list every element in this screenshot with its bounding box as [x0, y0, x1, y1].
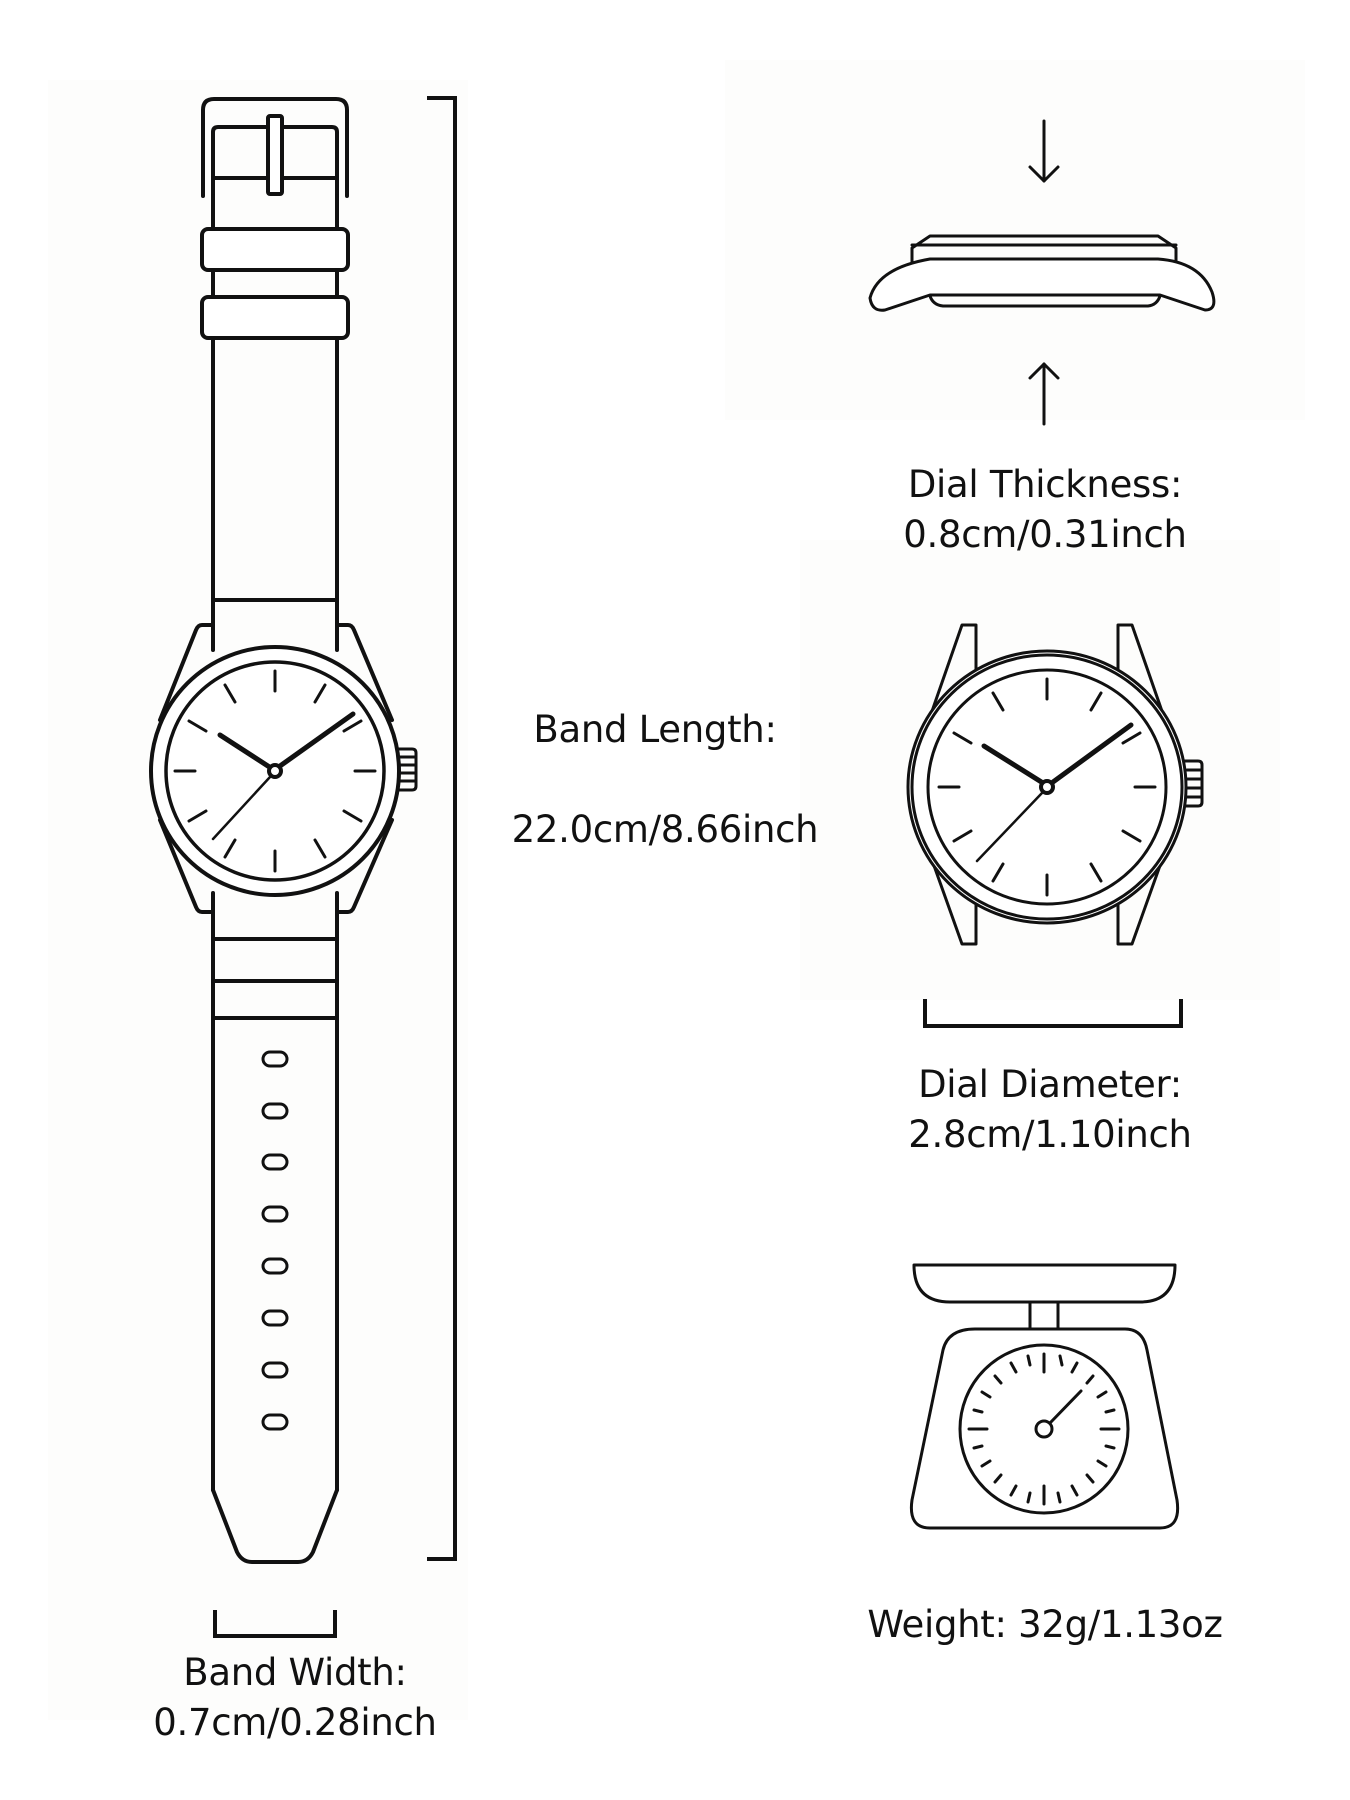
dial-diameter-bracket-icon — [923, 999, 1183, 1028]
band-holes — [261, 1050, 289, 1431]
dial-thickness-title: Dial Thickness: — [907, 463, 1183, 506]
band-length-value: 22.0cm/8.66inch — [511, 808, 819, 851]
band-width-bracket-icon — [213, 1610, 337, 1638]
second-hand — [211, 775, 272, 841]
arrow-down-icon — [1028, 119, 1060, 183]
band-length-bracket-icon — [427, 96, 457, 1561]
band-length-title: Band Length: — [533, 708, 777, 751]
band-width-value: 0.7cm/0.28inch — [153, 1701, 437, 1744]
watch-side-profile-icon — [868, 234, 1216, 312]
scale-needle — [1048, 1389, 1083, 1425]
hour-hand — [217, 732, 274, 771]
hour-hand — [981, 743, 1046, 786]
minute-hand — [1050, 722, 1134, 785]
kitchen-scale-icon — [909, 1263, 1180, 1530]
band-width-label: Band Width: 0.7cm/0.28inch — [125, 1648, 465, 1748]
dial-diameter-value: 2.8cm/1.10inch — [908, 1113, 1192, 1156]
band-length-value-wrap: 22.0cm/8.66inch — [490, 805, 840, 855]
watch-head-icon — [906, 623, 1204, 946]
dial-diameter-label: Dial Diameter: 2.8cm/1.10inch — [885, 1060, 1215, 1160]
watch-front-full-icon — [149, 97, 418, 1564]
band-keeper-2 — [200, 295, 350, 340]
crown-icon — [1183, 759, 1204, 808]
weight-text: Weight: 32g/1.13oz — [867, 1603, 1223, 1646]
weight-label: Weight: 32g/1.13oz — [840, 1600, 1250, 1650]
band-length-label: Band Length: — [500, 705, 810, 755]
dial-diameter-title: Dial Diameter: — [918, 1063, 1182, 1106]
band-width-title: Band Width: — [183, 1651, 407, 1694]
second-hand — [975, 791, 1044, 863]
minute-hand — [277, 711, 356, 769]
dial-thickness-label: Dial Thickness: 0.8cm/0.31inch — [870, 460, 1220, 560]
left-panel — [48, 80, 468, 1720]
dial-thickness-value: 0.8cm/0.31inch — [903, 513, 1187, 556]
arrow-up-icon — [1028, 362, 1060, 426]
hour-markers — [173, 669, 377, 873]
band-keeper-1 — [200, 227, 350, 272]
hour-markers — [937, 677, 1157, 897]
buckle-icon — [201, 97, 349, 198]
right-top-panel — [725, 60, 1305, 420]
crown-icon — [395, 747, 418, 792]
scale-ticks — [967, 1352, 1121, 1506]
